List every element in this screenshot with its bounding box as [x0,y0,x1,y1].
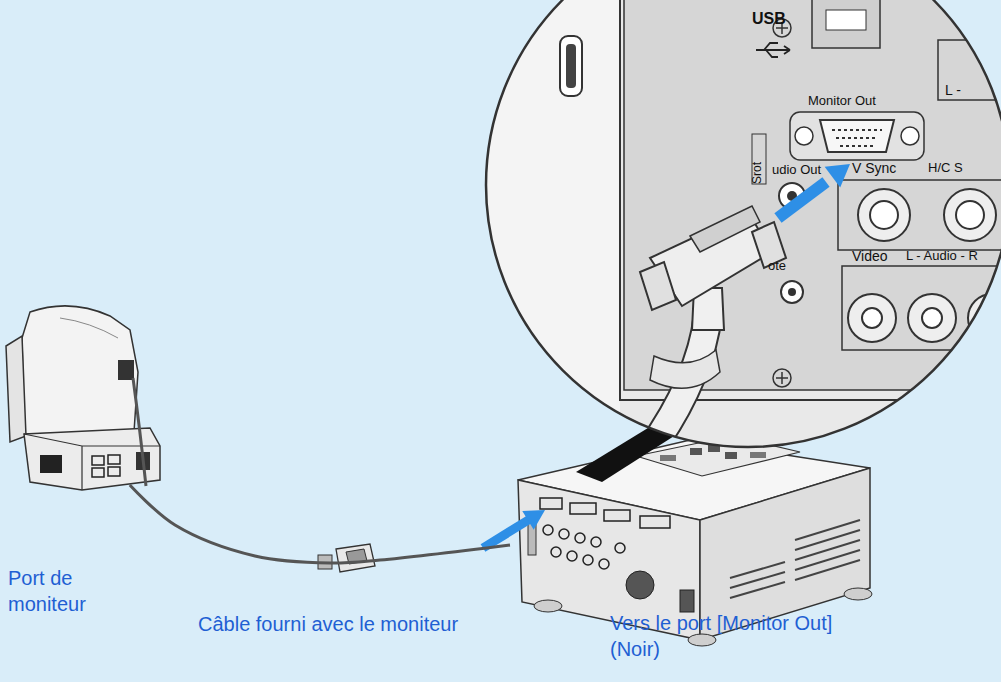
rca-core [922,308,942,328]
plug-body [336,544,375,572]
panel-button [660,455,676,461]
ferrite-core [318,555,332,569]
monitor-node: Port de moniteur [5,305,165,485]
port [570,503,596,514]
panel-button [725,452,737,459]
screw [773,369,791,387]
port [559,529,569,539]
monitor-socket [92,456,104,465]
monitor-socket [108,455,120,464]
port [599,559,609,569]
monitor-cable [130,485,510,563]
usb-symbol [756,43,790,57]
screw-cross [776,372,788,384]
port-label: H/C S [928,160,963,175]
node-caption: Port de moniteur [8,565,118,618]
port-label: Video [852,248,888,264]
foot [844,588,872,600]
port [591,537,601,547]
power-inlet [680,590,694,612]
vent-grille [730,520,860,598]
port-label: ote [768,258,786,273]
cable-segment [133,378,146,486]
cable-clip [650,350,720,388]
port-label: USB [752,10,786,28]
panel-button [750,452,766,458]
port-label: udio Out [772,162,821,177]
monitor-socket [92,468,104,477]
port [604,510,630,521]
node-caption: Vers le port [Monitor Out] (Noir) [610,610,880,663]
port [640,516,670,528]
usb-socket [826,10,866,30]
bnc-core [870,201,898,229]
bnc-group [838,180,1001,250]
monitor-vent [40,455,62,473]
arrow-shaft [483,519,530,548]
port-label: Srot [750,162,764,184]
rca-core [862,308,882,328]
port-panel [624,0,1001,390]
projector-node: Vers le port [Monitor Out] (Noir) [510,400,870,615]
remote-jack-hole [788,288,796,296]
crt-monitor [6,306,160,490]
bnc-connector [858,189,910,241]
panel-button [690,448,702,455]
port [615,543,625,553]
monitor-port [118,360,134,380]
monitor-bezel [6,336,26,442]
vga-mount [790,112,924,160]
usb-port [812,0,880,48]
zoom-detail [480,0,1001,460]
insert-arrow [483,510,545,548]
arrow-shaft [778,182,826,218]
port-label: Monitor Out [808,93,876,108]
rca-connector [908,294,956,342]
vga-pins [832,130,882,146]
rca-connector [848,294,896,342]
port [543,525,553,535]
thumbscrew-nut [795,127,813,145]
port [567,551,577,561]
port-label: L - [945,82,961,98]
casing [480,0,620,460]
plug-label [690,206,760,252]
port [551,547,561,557]
port-label: V Sync [852,160,896,176]
monitor-socket [108,467,120,476]
port [583,555,593,565]
arrow-head [825,164,850,188]
security-slot [560,36,582,96]
speaker [626,571,654,599]
vga-plug [318,544,375,572]
cable-label: Câble fourni avec le moniteur [198,613,458,636]
zoom-circle-outline [486,0,1001,447]
monitor-tube [22,306,138,434]
foot [534,600,562,612]
rca-group [842,266,1001,350]
remote-jack [781,281,803,303]
security-slot-hole [566,44,576,88]
plug-face [346,549,367,564]
thumbscrew [640,262,676,310]
monitor-edge [60,318,118,338]
foot [688,634,716,646]
thumbscrew-nut [901,127,919,145]
port [575,533,585,543]
port-label: L - Audio - R [906,248,978,263]
vga-port [820,120,894,152]
port [540,498,562,509]
arrow-head [522,510,545,530]
rca-core [982,308,1001,328]
bnc-connector [944,189,996,241]
bnc-core [956,201,984,229]
